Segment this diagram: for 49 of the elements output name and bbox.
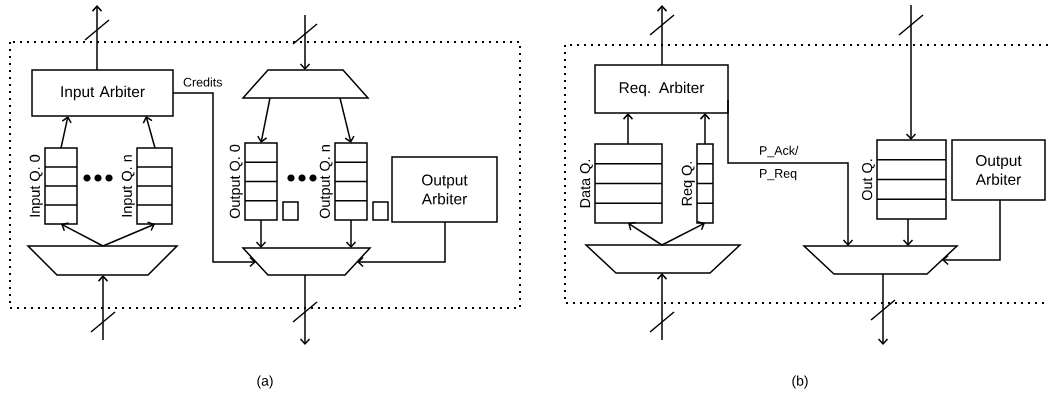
queue: Output Q. n <box>319 142 368 221</box>
bus-arrow <box>649 273 675 341</box>
arrow <box>622 113 634 145</box>
arbiter-box: Input Arbiter <box>31 69 174 117</box>
panel-caption: (b) <box>792 375 808 389</box>
node-label: Out Q. <box>861 159 875 201</box>
arrow <box>727 99 854 246</box>
queue: Out Q. <box>862 139 947 220</box>
arrow <box>339 97 355 143</box>
bus-arrow <box>649 5 675 66</box>
arrow <box>628 221 663 246</box>
arrow <box>902 218 914 246</box>
node-label: Data Q. <box>579 159 593 208</box>
credit-counter-box <box>372 201 389 221</box>
arrow <box>61 222 104 247</box>
arrow <box>257 97 271 143</box>
arbiter-box: Output Arbiter <box>391 156 498 223</box>
queue: Output Q. 0 <box>229 142 278 221</box>
arrow <box>142 116 156 149</box>
bus-arrow <box>84 5 110 71</box>
arrow <box>102 221 155 247</box>
queue: Input Q. 0 <box>29 147 78 225</box>
bus-arrow <box>292 14 318 70</box>
arrow <box>172 92 256 268</box>
queue: Data Q. <box>580 143 663 224</box>
bus-arrow <box>292 274 318 345</box>
node-label: Output Q. 0 <box>229 144 243 219</box>
edge-label: P_Ack/ P_Req <box>760 145 799 181</box>
arrow <box>345 219 357 248</box>
queue: Req Q. <box>681 143 714 224</box>
edge-label: Credits <box>183 77 222 87</box>
arbiter-box: Output Arbiter <box>951 139 1046 201</box>
node-label: Req Q. <box>681 161 695 206</box>
node-label: Output Q. n <box>319 145 333 219</box>
arbiter-box: Req. Arbiter <box>594 64 729 114</box>
node-label: Input Q. n <box>121 155 135 217</box>
node-label: Input Q. 0 <box>29 154 43 217</box>
bus-arrow <box>870 273 896 345</box>
bus-arrow <box>898 4 924 140</box>
arrow <box>942 199 1001 266</box>
arrow <box>661 221 705 246</box>
credit-counter-box <box>282 201 299 221</box>
panel-caption: (a) <box>257 375 273 389</box>
arrow <box>699 113 711 145</box>
queue: Input Q. n <box>121 147 173 225</box>
arrow <box>357 221 446 268</box>
arrow <box>255 219 267 248</box>
bus-arrow <box>90 275 116 341</box>
arrow <box>60 116 72 149</box>
